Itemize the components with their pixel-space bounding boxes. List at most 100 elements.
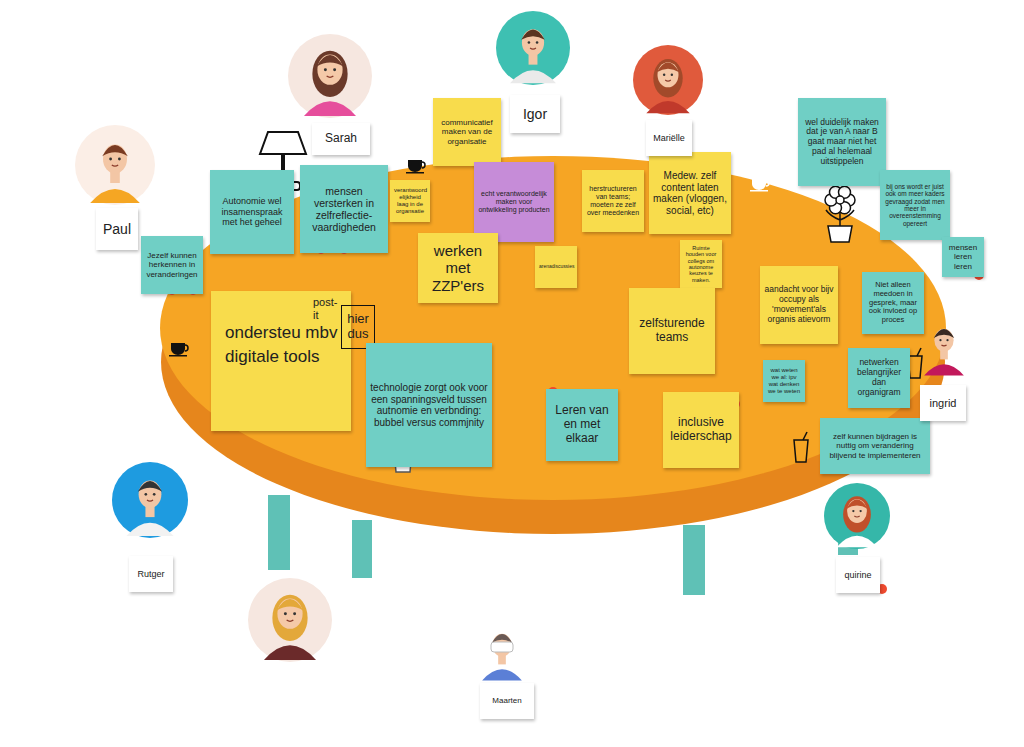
avatar-ground	[824, 483, 890, 549]
cup-body	[752, 178, 766, 190]
note-text: mensen versterken in zelfreflectie-vaard…	[304, 185, 384, 233]
person-name: Rutger	[133, 569, 169, 579]
person-name: Mariëlle	[650, 133, 688, 143]
straw	[917, 348, 921, 356]
avatar	[248, 578, 332, 662]
avatar-face	[847, 499, 867, 523]
avatar-eye	[663, 74, 665, 76]
note-text: hier dus	[344, 312, 372, 342]
straw	[803, 432, 807, 440]
note-text: arenadiscussies	[539, 264, 573, 270]
avatar-hair	[653, 59, 682, 98]
avatar	[112, 462, 188, 538]
note-text: aandacht voor bijv occupy als 'movement'…	[764, 285, 834, 324]
avatar-eye	[144, 493, 147, 496]
avatar-hair	[277, 599, 304, 611]
avatar-hair	[843, 496, 871, 532]
avatar-hair	[317, 55, 344, 67]
avatar-eye	[939, 339, 941, 341]
avatar	[824, 483, 890, 549]
cup-icon	[169, 343, 188, 357]
avatar	[496, 11, 570, 85]
drink-icon	[794, 432, 808, 462]
avatar-hair	[102, 145, 128, 156]
avatar-eye	[284, 612, 287, 615]
note-text: Autonomie wel insamenspraak met het gehe…	[214, 196, 290, 227]
name-tag: Igor	[510, 95, 560, 133]
sticky-note: ondersteu mbv digitale tools	[211, 291, 351, 431]
note-text: zelf kunnen bijdragen is nuttig om veran…	[824, 432, 926, 460]
avatar-eye	[859, 510, 861, 512]
sticky-note: Niet alleen meedoen in gesprek, maar ook…	[862, 272, 924, 334]
name-tag: Maarten	[480, 683, 534, 719]
person-name: Maarten	[484, 696, 530, 705]
avatar-shirt	[646, 101, 689, 113]
sticky-note: mensen leren leren	[942, 237, 984, 277]
person-name: Sarah	[316, 132, 366, 146]
avatar-mouth	[147, 500, 153, 501]
cup-icon	[750, 178, 769, 192]
avatar-hair	[312, 51, 347, 97]
note-text: mensen leren leren	[946, 243, 980, 271]
avatar-eye	[536, 41, 539, 44]
avatar-mouth	[665, 80, 671, 81]
avatar-face	[139, 481, 162, 508]
avatar-ground	[112, 462, 188, 538]
table-leg	[352, 520, 372, 578]
sticky-note: wel duidelijk maken dat je van A naar B …	[798, 98, 886, 186]
avatar-mouth	[854, 515, 859, 517]
avatar	[75, 125, 155, 205]
note-text: herstructureren van teams; moeten ze zel…	[586, 185, 640, 217]
avatar-eye	[671, 74, 673, 76]
avatar-mouth	[941, 344, 946, 346]
avatar-hair	[521, 30, 545, 40]
avatar-shirt	[304, 101, 356, 116]
sticky-note: technologie zorgt ook voor een spannings…	[366, 343, 492, 467]
avatar-shirt	[264, 645, 316, 660]
sticky-note: bij ons wordt er juist ook om meer kader…	[880, 170, 950, 240]
flower-icon	[825, 186, 855, 242]
sticky-note: herstructureren van teams; moeten ze zel…	[582, 170, 644, 232]
cup-saucer	[406, 172, 424, 174]
avatar-face	[934, 329, 953, 352]
avatar-ground	[248, 578, 332, 662]
avatar-face	[103, 145, 127, 174]
avatar-mouth	[530, 48, 536, 49]
avatar-eye	[109, 158, 112, 161]
face-mask	[491, 642, 513, 652]
cup-saucer	[169, 355, 187, 357]
avatar-face	[277, 599, 302, 629]
flower-heart	[836, 196, 844, 204]
name-tag: Paul	[96, 208, 138, 250]
note-text: zelfsturende teams	[633, 317, 711, 345]
avatar-shirt	[482, 669, 522, 680]
avatar-hair	[657, 63, 679, 73]
lamp-shade	[260, 132, 306, 154]
table-leg	[683, 525, 705, 595]
cup-handle	[185, 345, 188, 351]
sticky-note: Ruimte houden voor collegs om autonome k…	[680, 240, 722, 288]
avatar-shirt	[837, 536, 878, 548]
note-text: ondersteu mbv digitale tools	[225, 321, 343, 369]
avatar-shirt	[90, 189, 140, 203]
person-name: ingrid	[924, 397, 962, 410]
avatar	[288, 34, 372, 118]
person-name: Paul	[100, 221, 134, 237]
note-text: echt verantwoordelijk maken voor ontwikk…	[478, 190, 550, 214]
note-text: wel duidelijk maken dat je van A naar B …	[802, 118, 882, 167]
note-text: Ruimte houden voor collegs om autonome k…	[684, 245, 718, 283]
sticky-note: Jezelf kunnen herkennen in veranderingen	[141, 236, 203, 294]
note-text: wat weten we al: ipv wat denken we te we…	[767, 367, 801, 395]
sticky-note: arenadiscussies	[535, 246, 577, 288]
name-tag: Rutger	[129, 556, 173, 592]
avatar	[482, 634, 522, 681]
note-text: verantwoord elijkheid laag in de organsa…	[394, 187, 426, 215]
cup-saucer	[750, 190, 768, 192]
note-text: communicatief maken van de organisatie	[437, 118, 497, 146]
sticky-note: communicatief maken van de organisatie	[433, 98, 501, 166]
flower-pot	[828, 226, 852, 242]
table-top	[160, 156, 946, 500]
note-text: Niet alleen meedoen in gesprek, maar ook…	[866, 281, 920, 324]
avatar	[924, 329, 964, 376]
name-tag: Mariëlle	[646, 120, 692, 156]
